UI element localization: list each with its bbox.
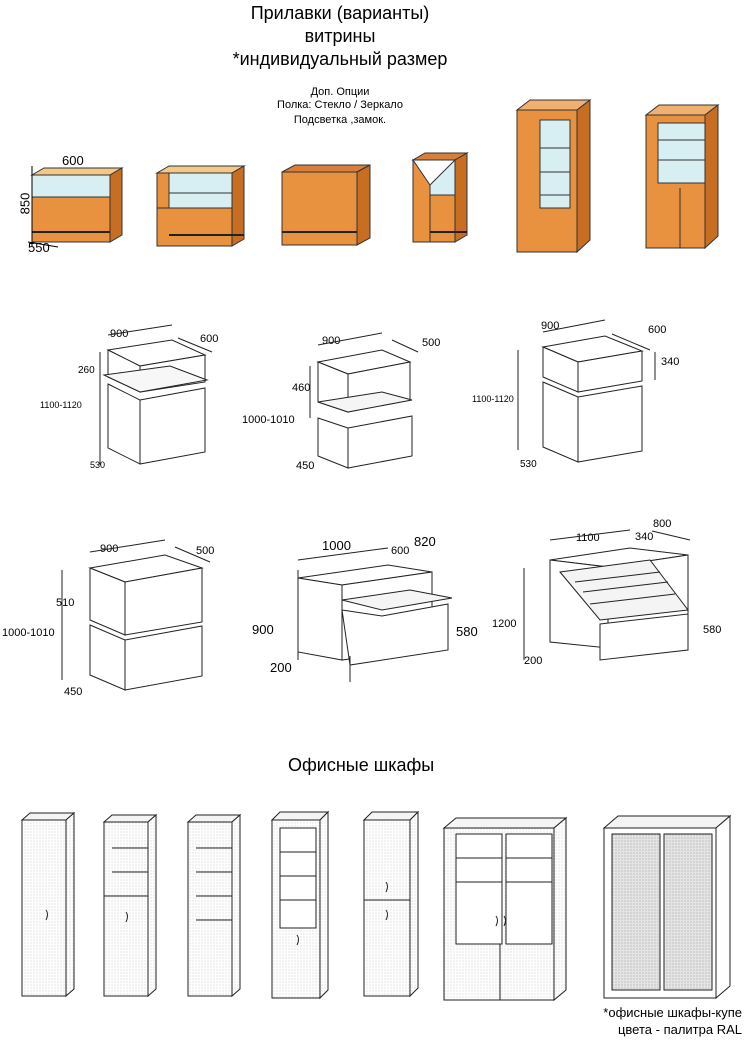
- r2c2-height: 1000-1010: [242, 414, 295, 426]
- r2c3-top: 340: [661, 356, 680, 368]
- counter-2: [155, 165, 246, 247]
- r3c2-width: 1000: [322, 538, 351, 553]
- page-title: Прилавки (варианты): [250, 3, 430, 23]
- office-cabinet-3: [186, 813, 242, 998]
- r3c2-plinth: 200: [270, 660, 292, 675]
- r2c3-depth: 600: [648, 324, 667, 336]
- r2c2-depth: 500: [422, 337, 441, 349]
- row1-width-label: 600: [62, 153, 84, 168]
- r2c2-width: 900: [322, 335, 341, 347]
- drawing-r2c1: [99, 324, 213, 465]
- r3c1-depth: 500: [196, 545, 215, 557]
- row1-depth-label: 550: [28, 240, 50, 255]
- office-title: Офисные шкафы: [288, 755, 435, 775]
- page-subtitle: витрины: [304, 26, 376, 46]
- display-case-2: [644, 103, 720, 250]
- r2c2-base: 450: [296, 460, 315, 472]
- r3c2-front: 580: [456, 624, 478, 639]
- options-extra: Подсветка ,замок.: [293, 114, 387, 126]
- drawing-r2c2: [309, 332, 419, 469]
- r3c3-height: 1200: [492, 618, 517, 630]
- options-title: Доп. Опции: [310, 86, 370, 98]
- r2c3-height: 1100-1120: [472, 394, 514, 404]
- office-cabinet-2: [102, 813, 158, 998]
- r3c2-depth: 600: [391, 545, 410, 557]
- r2c1-width: 900: [110, 328, 129, 340]
- office-cabinet-1: [20, 811, 76, 998]
- display-case-1: [515, 98, 592, 254]
- office-note-1: *офисные шкафы-купе: [603, 1005, 742, 1020]
- r2c1-height: 1100-1120: [40, 400, 82, 410]
- r3c2-depth2: 820: [414, 534, 436, 549]
- r2c1-depth: 600: [200, 333, 219, 345]
- r3c3-plinth: 200: [524, 655, 543, 667]
- office-wardrobe-coupe: [602, 814, 732, 1000]
- options-shelf: Полка: Стекло / Зеркало: [277, 99, 403, 111]
- r3c1-height: 1000-1010: [2, 627, 55, 639]
- counter-4: [411, 152, 469, 243]
- r3c3-depth2: 800: [653, 518, 672, 530]
- office-cabinet-6: [442, 816, 568, 1002]
- drawing-r2c3: [517, 319, 656, 463]
- r2c3-base: 530: [520, 459, 537, 470]
- counter-3: [281, 164, 371, 246]
- office-cabinet-5: [362, 810, 420, 998]
- r2c3-width: 900: [541, 320, 560, 332]
- counter-1: [27, 166, 124, 248]
- r3c1-top: 510: [56, 597, 75, 609]
- r3c3-front: 580: [703, 624, 722, 636]
- r3c3-depth: 340: [635, 531, 654, 543]
- page-note: *индивидуальный размер: [232, 49, 448, 69]
- office-note-2: цвета - палитра RAL: [617, 1022, 742, 1037]
- r3c2-height: 900: [252, 622, 274, 637]
- drawing-r3c3: [523, 529, 691, 661]
- r3c1-base: 450: [64, 686, 83, 698]
- drawing-r3c1: [61, 539, 211, 691]
- drawing-r3c2: [297, 547, 453, 682]
- office-cabinet-4: [270, 810, 330, 1000]
- r2c1-base: 530: [90, 460, 106, 470]
- r2c1-top: 260: [78, 365, 95, 376]
- r2c2-top: 460: [292, 382, 311, 394]
